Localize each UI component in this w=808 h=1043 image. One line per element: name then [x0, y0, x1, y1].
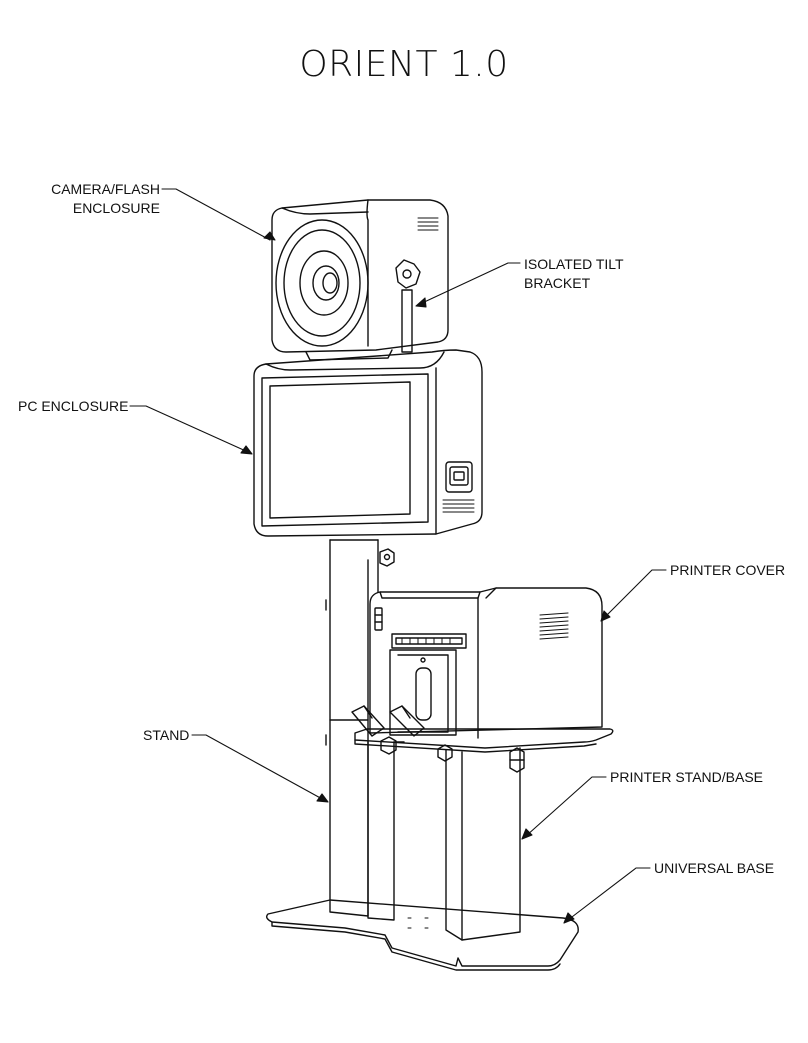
leader-lines	[129, 188, 667, 924]
label-printer-cover: PRINTER COVER	[670, 562, 786, 578]
label-pc-enclosure: PC ENCLOSURE	[18, 398, 129, 414]
label-camera-flash-line2: ENCLOSURE	[72, 200, 160, 216]
leader-pc-enclosure	[129, 405, 249, 453]
arrowhead-pc-enclosure	[240, 445, 253, 455]
printer-stand-base	[354, 728, 614, 941]
camera-flash-enclosure	[271, 199, 449, 361]
label-camera-flash-line1: CAMERA/FLASH	[51, 181, 160, 197]
pc-enclosure	[253, 349, 483, 537]
universal-base-plate	[265, 899, 579, 971]
leader-universal-base	[567, 867, 651, 921]
label-tilt-line1: ISOLATED TILT	[524, 256, 624, 272]
diagram-title: ORIENT 1.0	[299, 44, 509, 85]
leader-tilt-bracket	[419, 262, 521, 305]
label-isolated-tilt-bracket: ISOLATED TILT BRACKET	[524, 255, 624, 293]
arrowhead-printer-stand	[521, 828, 533, 840]
leader-stand	[191, 734, 325, 801]
label-stand: STAND	[143, 727, 190, 743]
label-printer-stand-base: PRINTER STAND/BASE	[610, 769, 763, 785]
arrowhead-stand	[316, 793, 329, 803]
leader-printer-cover	[603, 569, 667, 619]
arrowhead-universal-base	[563, 912, 575, 924]
label-camera-flash-enclosure: CAMERA/FLASH ENCLOSURE	[20, 180, 160, 218]
stand-column	[325, 539, 395, 917]
arrowhead-tilt-bracket	[415, 297, 427, 308]
arrowhead-printer-cover	[600, 610, 611, 622]
leader-camera-flash	[161, 188, 271, 241]
arrowhead-camera-flash	[263, 231, 276, 241]
label-universal-base: UNIVERSAL BASE	[654, 860, 775, 876]
label-tilt-line2: BRACKET	[524, 275, 591, 291]
leader-printer-stand	[525, 776, 607, 837]
printer-cover	[351, 587, 603, 739]
